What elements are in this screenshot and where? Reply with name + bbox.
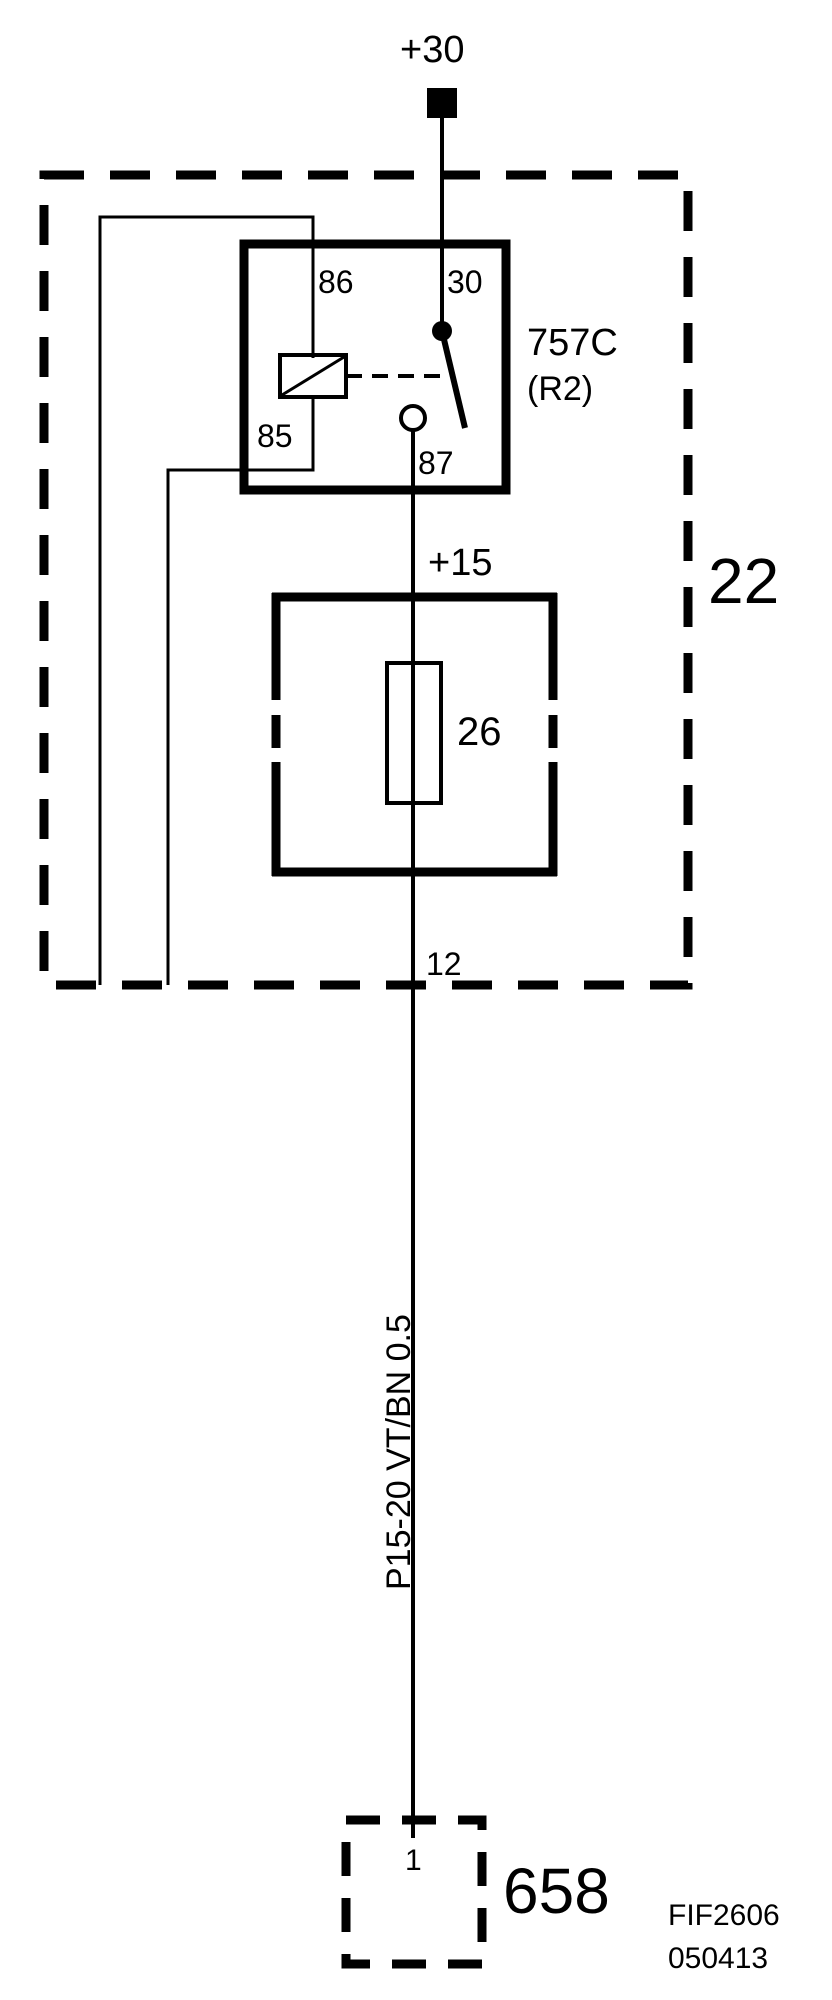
figure-date: 050413	[668, 1942, 768, 1975]
wire-85	[166, 396, 315, 985]
relay-pin-30: 30	[447, 264, 483, 300]
module-boundary	[39, 170, 693, 990]
module-output-pin: 12	[426, 946, 462, 982]
wire-label: P15-20 VT/BN 0.5	[380, 1314, 418, 1590]
connector-pin: 1	[405, 1844, 422, 1877]
supply-terminal	[427, 88, 457, 118]
relay-contact-87	[399, 404, 427, 432]
fuse-number: 26	[457, 710, 502, 754]
fuse-supply-label: +15	[428, 542, 492, 584]
wire-86	[98, 215, 315, 985]
relay-coil-slash	[281, 355, 345, 397]
connector-number: 658	[503, 1855, 610, 1927]
relay-pin-86: 86	[318, 264, 354, 300]
relay-name: 757C	[527, 322, 618, 364]
supply-label: +30	[400, 29, 464, 71]
figure-code: FIF2606	[668, 1899, 780, 1932]
relay-box	[239, 239, 511, 495]
module-number: 22	[708, 545, 779, 617]
relay-switch-blade	[439, 330, 468, 429]
relay-pin-87: 87	[418, 445, 454, 481]
relay-ref: (R2)	[527, 370, 593, 408]
connector-box	[341, 1815, 487, 1969]
relay-pin-85: 85	[257, 418, 293, 454]
